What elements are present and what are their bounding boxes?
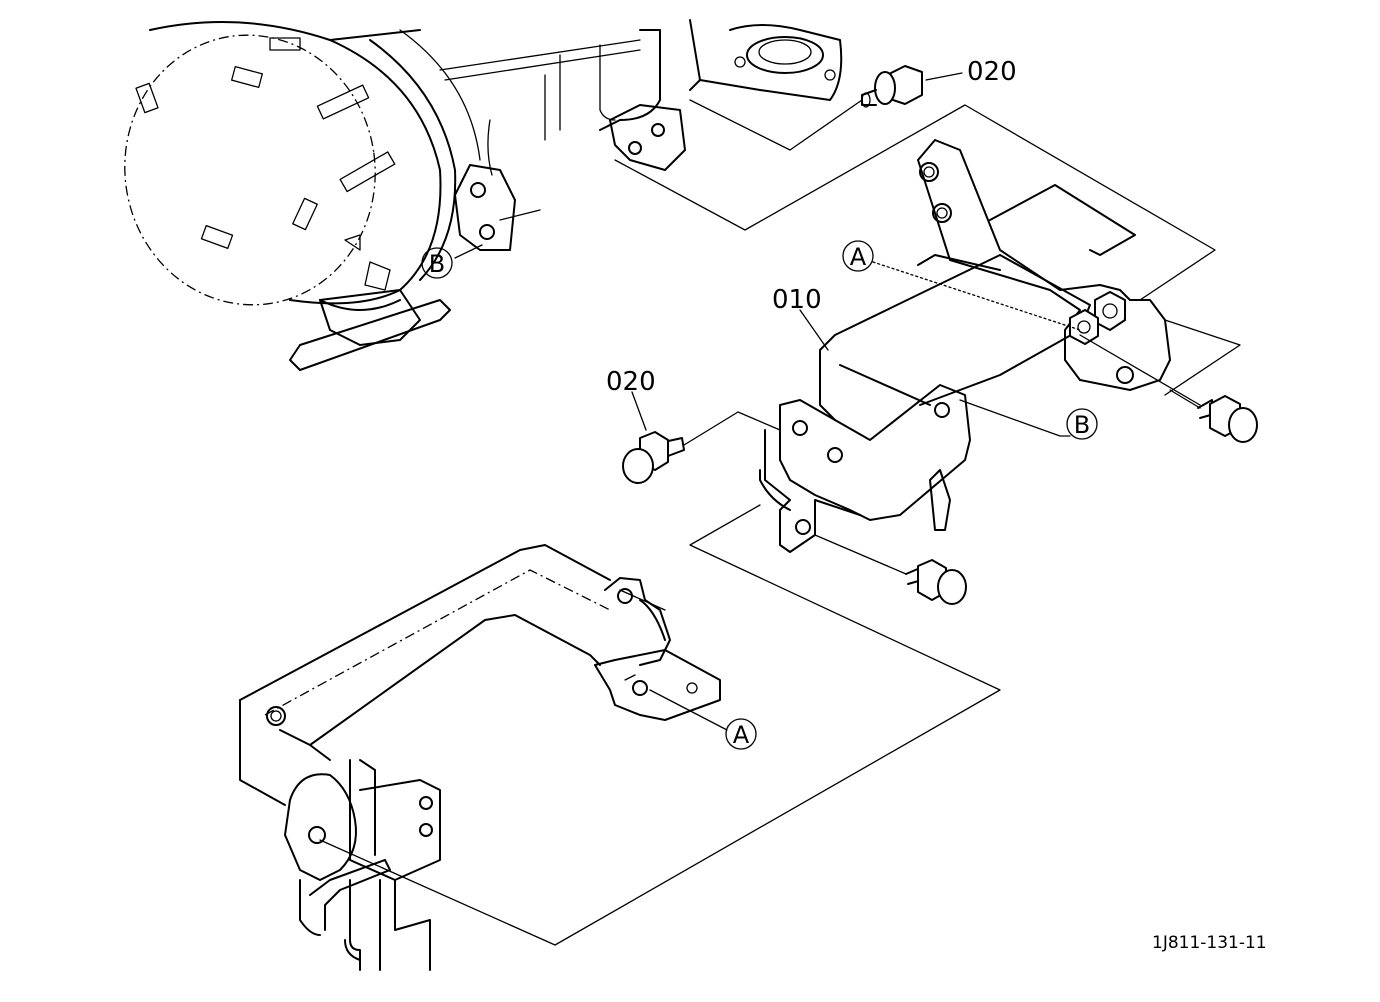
bolt-lower (905, 559, 967, 605)
muffler-assembly (124, 19, 843, 371)
ref-b-right-label: B (1074, 411, 1090, 439)
ref-a-upper: A (842, 240, 874, 272)
bolt-020-left (622, 431, 685, 484)
ref-b-right: B (1066, 408, 1098, 440)
ref-a-upper-label: A (850, 243, 867, 271)
alignment-lines (319, 99, 1241, 946)
leader-020-top (925, 72, 963, 81)
ref-b-left-label: B (429, 250, 445, 278)
bracket-010 (759, 139, 1171, 553)
callout-020-top: 020 (967, 57, 1017, 87)
nut-bracket (1069, 291, 1126, 345)
frame-assembly (239, 544, 721, 971)
drawing-number: 1J811-131-11 (1152, 933, 1267, 953)
bolt-020-top (861, 65, 923, 108)
leader-010 (799, 309, 829, 351)
ref-a-lower-label: A (733, 721, 750, 749)
callout-010: 010 (772, 285, 822, 315)
leader-020-left (631, 391, 647, 431)
bolt-right (1197, 395, 1258, 443)
ref-a-lower: A (725, 718, 757, 750)
callout-020-left: 020 (606, 367, 656, 397)
ref-b-left: B (421, 247, 453, 279)
